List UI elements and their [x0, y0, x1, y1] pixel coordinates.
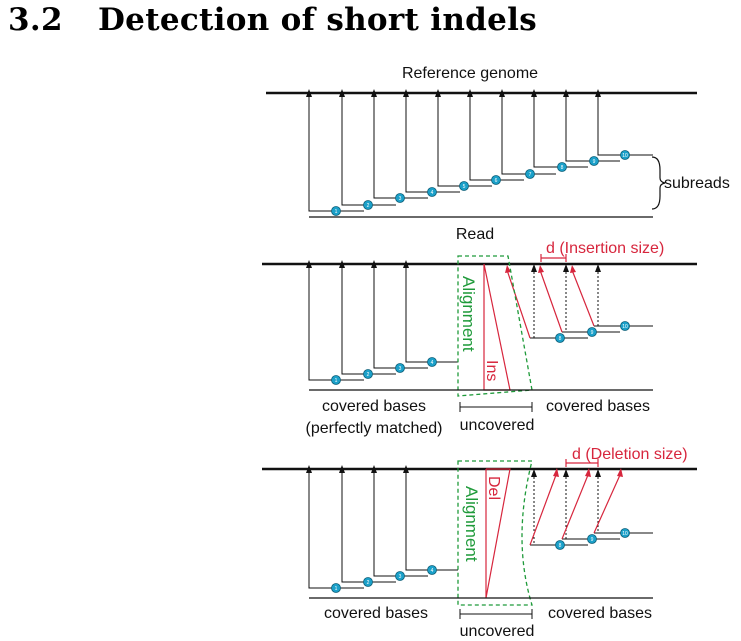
uncovered-label-3: uncovered: [460, 623, 535, 640]
svg-text:4: 4: [431, 190, 434, 196]
section-title: Detection of short indels: [98, 2, 537, 38]
covered-bases-right-3: covered bases: [548, 605, 652, 622]
uncovered-bracket-3: [459, 609, 533, 619]
svg-text:6: 6: [495, 178, 498, 184]
dotted-verticals-2: [533, 268, 599, 338]
subread-nodes: [331, 150, 630, 216]
subread-verticals: [308, 95, 653, 212]
subreads-label: subreads: [664, 175, 730, 192]
ins-label: Ins: [483, 360, 500, 381]
panel-deletion: Del Alignment d (Deletion size) covered …: [262, 446, 697, 640]
deletion-size-label: d (Deletion size): [572, 446, 688, 463]
svg-text:10: 10: [622, 153, 628, 159]
reference-genome-label: Reference genome: [402, 65, 538, 82]
svg-text:9: 9: [591, 537, 594, 543]
left-subreads-3: [308, 471, 458, 589]
subread-arrowheads: [306, 89, 601, 97]
alignment-box-3: [457, 460, 533, 606]
deletion-red-lines: [485, 459, 621, 599]
section-heading: 3.2 Detection of short indels: [8, 2, 537, 38]
svg-text:2: 2: [367, 580, 370, 586]
svg-text:2: 2: [367, 203, 370, 209]
read-label: Read: [456, 226, 494, 243]
svg-text:3: 3: [399, 196, 402, 202]
section-number: 3.2: [8, 2, 63, 38]
svg-text:10: 10: [622, 324, 628, 330]
insertion-size-label: d (Insertion size): [546, 240, 664, 257]
panel-insertion: Alignment Ins d (Insertion size) covered…: [262, 240, 697, 437]
svg-text:9: 9: [591, 330, 594, 336]
covered-bases-right-2: covered bases: [546, 398, 650, 415]
covered-bases-left-2: covered bases: [322, 398, 426, 415]
alignment-label-2: Alignment: [459, 276, 478, 352]
svg-text:1: 1: [335, 378, 338, 384]
svg-text:3: 3: [399, 366, 402, 372]
deletion-nodes: [331, 528, 630, 593]
svg-text:4: 4: [431, 360, 434, 366]
uncovered-bracket-2: [459, 402, 533, 412]
svg-text:4: 4: [431, 568, 434, 574]
left-subreads-2: [308, 266, 458, 381]
svg-text:3: 3: [399, 574, 402, 580]
panel-subreads: Reference genome: [266, 65, 730, 243]
svg-text:9: 9: [593, 159, 596, 165]
svg-text:1: 1: [335, 586, 338, 592]
uncovered-label-2: uncovered: [460, 417, 535, 434]
alignment-label-3: Alignment: [462, 486, 481, 562]
svg-text:1: 1: [335, 209, 338, 215]
covered-bases-left-3: covered bases: [324, 605, 428, 622]
subread-node-numbers: 1 2 3 4 5 6 7 8 9 10: [335, 153, 628, 215]
svg-text:5: 5: [463, 184, 466, 190]
insertion-nodes: [331, 321, 630, 385]
svg-text:7: 7: [529, 172, 532, 178]
svg-text:10: 10: [622, 531, 628, 537]
del-label: Del: [485, 476, 502, 500]
subreads-brace: [651, 156, 666, 210]
perfectly-matched-label: (perfectly matched): [306, 420, 443, 437]
svg-text:8: 8: [561, 165, 564, 171]
svg-text:8: 8: [559, 543, 562, 549]
svg-text:2: 2: [367, 372, 370, 378]
svg-text:8: 8: [559, 336, 562, 342]
